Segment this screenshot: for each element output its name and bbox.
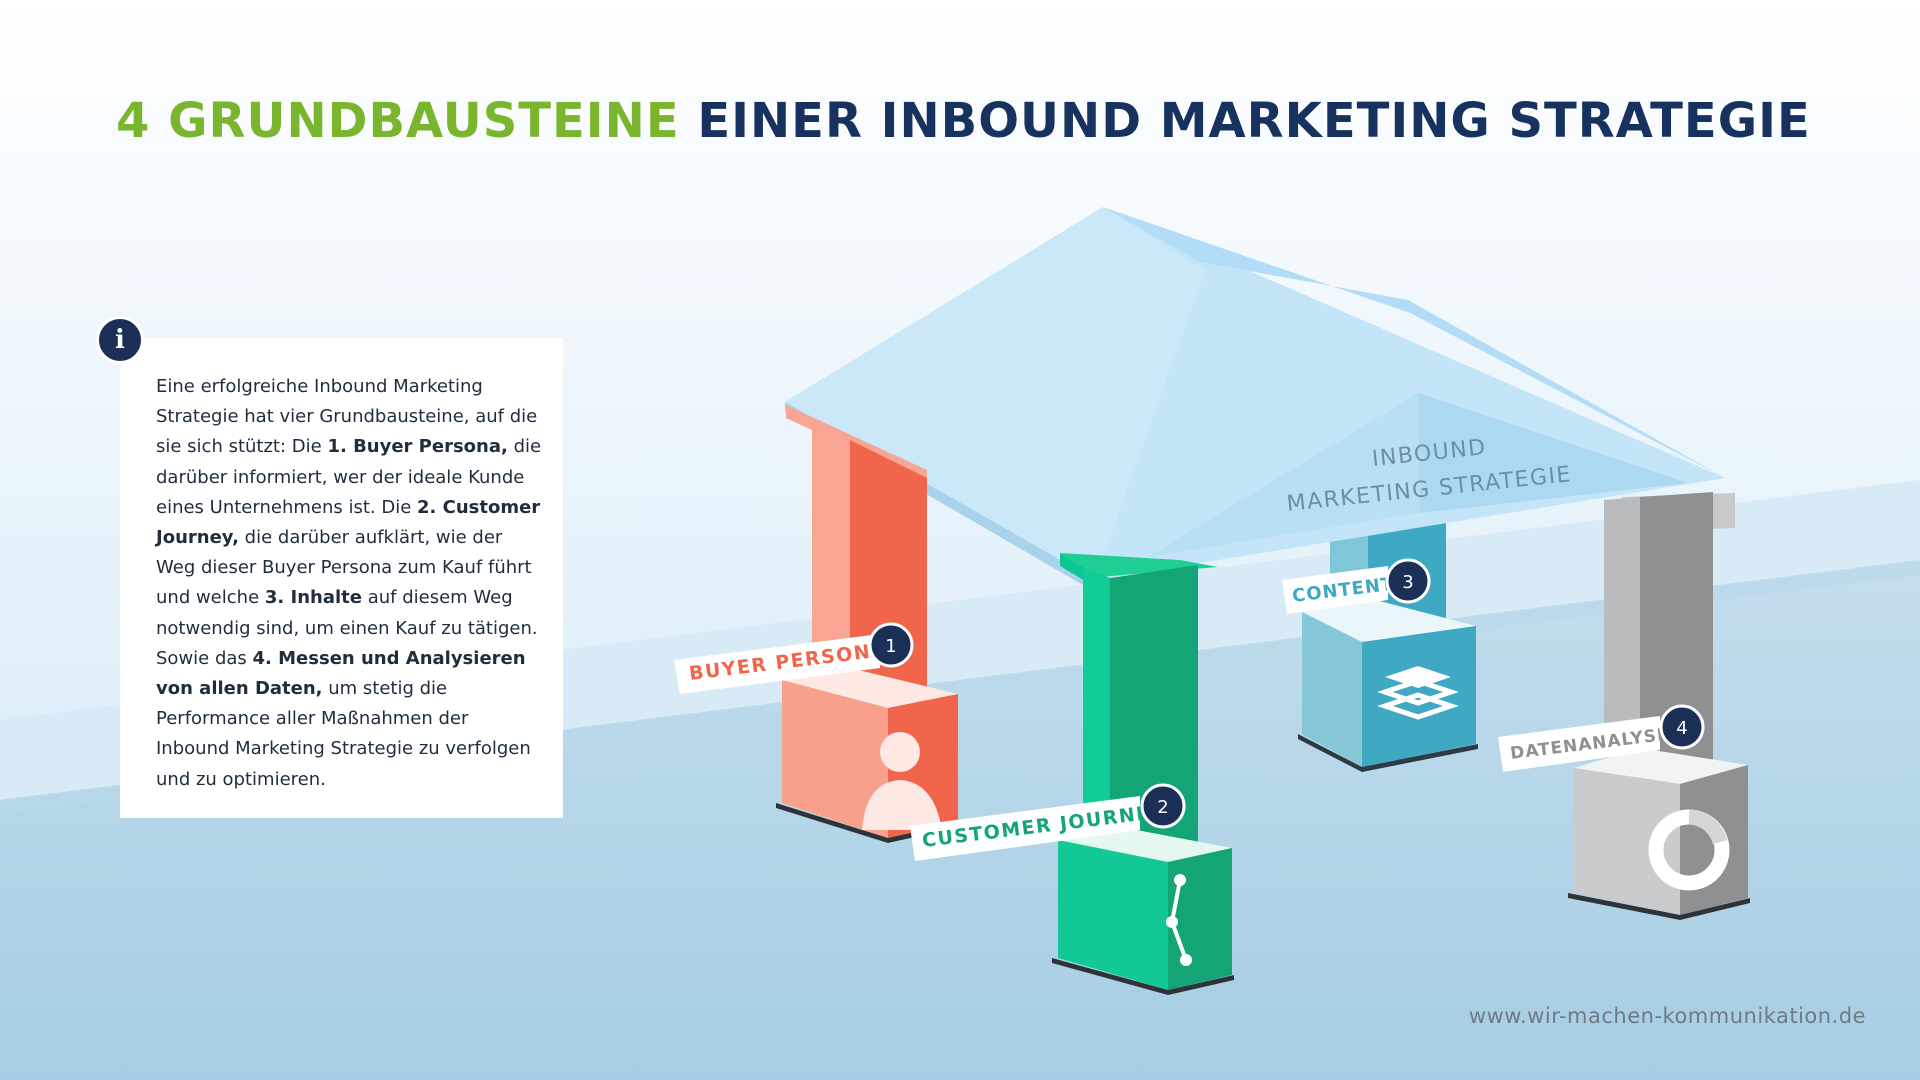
info-segment-bold: 2. Customer Journey, (156, 496, 541, 549)
pillar-2-shadow-right (1168, 975, 1234, 995)
label-content: CONTENT 3 (1282, 558, 1431, 614)
pillar-1-shaft-left (812, 430, 850, 690)
donut-chart-icon (1648, 809, 1730, 891)
info-segment-bold: 1. Buyer Persona, (327, 436, 508, 458)
number-3: 3 (1402, 572, 1413, 593)
number-4: 4 (1676, 718, 1687, 739)
pillar-3-shadow (1298, 734, 1362, 772)
pillar-3-base-top (1302, 598, 1476, 642)
pillar-4-shadow (1568, 893, 1680, 920)
number-badge-3 (1385, 558, 1431, 604)
pillar-4-base-top (1574, 748, 1748, 784)
number-1: 1 (885, 636, 896, 657)
route-icon (1166, 874, 1192, 966)
info-segment-bold: 4. Messen und Analysieren von allen Date… (156, 647, 526, 700)
info-text: Eine erfolgreiche Inbound Marketing Stra… (156, 372, 543, 795)
pillar-3-base-left (1302, 612, 1362, 767)
info-segment: Eine erfolgreiche Inbound Marketing Stra… (156, 376, 538, 458)
footer-url[interactable]: www.wir-machen-kommunikation.de (1468, 1004, 1866, 1028)
pillar-2-shaft-right (1110, 565, 1198, 845)
pillar-2-base-left (1058, 840, 1168, 990)
page-title: 4 GRUNDBAUSTEINE EINER INBOUND MARKETING… (116, 88, 1811, 154)
number-badge-4 (1659, 704, 1705, 750)
pillar-2-base-right (1168, 848, 1232, 990)
roof-ridge-shading (1103, 207, 1725, 478)
label-3-tag (1282, 566, 1388, 614)
pillar-2-shaft-left (1083, 568, 1110, 845)
title-rest: EINER INBOUND MARKETING STRATEGIE (679, 93, 1811, 149)
pillar-2-shadow (1052, 958, 1168, 995)
pillar-4-shaft-left (1604, 497, 1640, 780)
pillar-2-cap (1060, 553, 1218, 577)
pillar-1-shadow (776, 803, 888, 843)
roof-gable (1148, 393, 1688, 557)
number-badge-1 (868, 622, 914, 668)
label-2-tag (910, 796, 1140, 861)
pillar-customer-journey (1052, 553, 1234, 995)
pillar-1-base-top (782, 668, 958, 708)
info-segment: die darüber aufklärt, wie der Weg dieser… (156, 527, 532, 609)
info-segment: auf diesem Weg notwendig sind, um einen … (156, 587, 538, 669)
person-icon (862, 732, 942, 830)
pillar-1-base-left (782, 680, 888, 838)
pillar-4-shadow-right (1680, 898, 1750, 920)
number-badge-2 (1140, 783, 1186, 829)
pillar-4-shaft-right (1640, 492, 1713, 780)
pillar-3-shadow-right (1362, 744, 1478, 772)
label-4-tag (1498, 716, 1660, 772)
label-1-tag (674, 634, 880, 694)
number-2: 2 (1157, 797, 1168, 818)
pillar-4-base-left (1574, 768, 1680, 915)
label-datenanalyse: DATENANALYSE 4 (1498, 704, 1705, 772)
info-segment: um stetig die Performance aller Maßnahme… (156, 678, 531, 790)
roof-gable-shade (1418, 393, 1688, 513)
pillar-datenanalyse (1568, 492, 1750, 920)
info-segment: die darüber informiert, wer der ideale K… (156, 436, 542, 518)
title-highlight: 4 GRUNDBAUSTEINE (116, 93, 680, 149)
info-segment-bold: 3. Inhalte (264, 587, 362, 609)
info-box: Eine erfolgreiche Inbound Marketing Stra… (120, 338, 563, 818)
info-icon: i (96, 316, 144, 364)
layers-icon (1377, 666, 1459, 720)
roof-left-plane (785, 207, 1205, 580)
